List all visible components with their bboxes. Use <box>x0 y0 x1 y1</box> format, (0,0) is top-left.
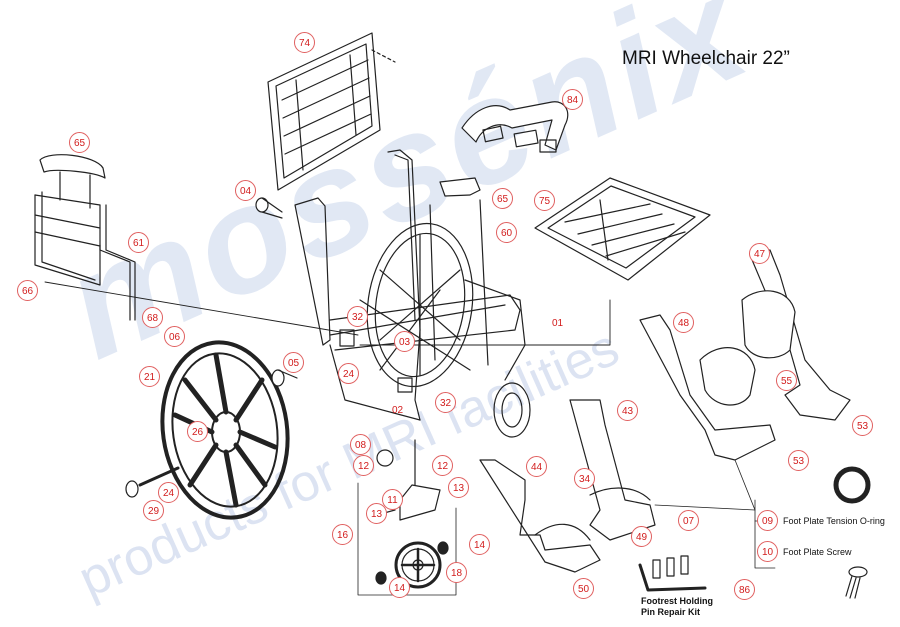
callout-06: 06 <box>164 326 185 347</box>
callout-44: 44 <box>526 456 547 477</box>
callout-61: 61 <box>128 232 149 253</box>
callout-86: 86 <box>734 579 755 600</box>
callout-03: 03 <box>394 331 415 352</box>
callout-74: 74 <box>294 32 315 53</box>
callout-11: 11 <box>382 489 403 510</box>
o-ring-part <box>833 466 871 504</box>
rear-wheel-right-part <box>366 222 474 388</box>
callout-53-rear: 53 <box>852 415 873 436</box>
callout-84: 84 <box>562 89 583 110</box>
callout-65-armrest-right: 65 <box>492 188 513 209</box>
callout-34: 34 <box>574 468 595 489</box>
back-upholstery-part <box>267 32 396 191</box>
callout-04: 04 <box>235 180 256 201</box>
callout-55: 55 <box>776 370 797 391</box>
callout-13-upper: 13 <box>448 477 469 498</box>
front-caster-mounted-part <box>493 382 531 438</box>
note-tension-o-ring: Foot Plate Tension O-ring <box>783 516 885 526</box>
callout-24-lower: 24 <box>158 482 179 503</box>
elevating-legrest-rear-part <box>741 249 851 421</box>
callout-12-right: 12 <box>432 455 453 476</box>
footrest-right-part <box>569 399 656 541</box>
callout-16: 16 <box>332 524 353 545</box>
rear-wheel-left-part <box>160 340 290 520</box>
elevating-legrest-front-part <box>639 314 776 461</box>
callout-32-lower: 32 <box>435 392 456 413</box>
callout-43: 43 <box>617 400 638 421</box>
callout-68: 68 <box>142 307 163 328</box>
callout-12-left: 12 <box>353 455 374 476</box>
callout-66: 66 <box>17 280 38 301</box>
callout-05: 05 <box>283 352 304 373</box>
callout-50: 50 <box>573 578 594 599</box>
callout-08: 08 <box>350 434 371 455</box>
note-pin-repair-kit: Footrest Holding Pin Repair Kit <box>641 596 713 618</box>
screw-part <box>845 566 868 599</box>
callout-14-right: 14 <box>469 534 490 555</box>
callout-01: 01 <box>552 318 564 329</box>
seat-upholstery-part <box>534 177 711 281</box>
callout-29: 29 <box>143 500 164 521</box>
callout-49: 49 <box>631 526 652 547</box>
axle-bolt-part <box>125 466 180 498</box>
callout-07: 07 <box>678 510 699 531</box>
callout-26: 26 <box>187 421 208 442</box>
kit-line-2: Pin Repair Kit <box>641 607 701 617</box>
footrest-left-part <box>479 459 601 573</box>
callout-75: 75 <box>534 190 555 211</box>
note-foot-plate-screw: Foot Plate Screw <box>783 547 852 557</box>
callout-21: 21 <box>139 366 160 387</box>
callout-09: 09 <box>757 510 778 531</box>
callout-48: 48 <box>673 312 694 333</box>
armrest-left-part <box>34 154 136 321</box>
callout-53-front: 53 <box>788 450 809 471</box>
callout-18: 18 <box>446 562 467 583</box>
wheelchair-frame <box>294 149 526 421</box>
caster-assembly-part <box>357 439 457 596</box>
callout-14-left: 14 <box>389 577 410 598</box>
callout-24-upper: 24 <box>338 363 359 384</box>
diagram-title: MRI Wheelchair 22” <box>622 48 790 69</box>
callout-47: 47 <box>749 243 770 264</box>
callout-32-upper: 32 <box>347 306 368 327</box>
pin-repair-kit-part <box>638 555 707 592</box>
callout-02: 02 <box>392 405 404 416</box>
callout-13-lower: 13 <box>366 503 387 524</box>
kit-line-1: Footrest Holding <box>641 596 713 606</box>
callout-65-armrest-left: 65 <box>69 132 90 153</box>
callout-10: 10 <box>757 541 778 562</box>
callout-60: 60 <box>496 222 517 243</box>
seat-belt-part <box>461 101 569 153</box>
